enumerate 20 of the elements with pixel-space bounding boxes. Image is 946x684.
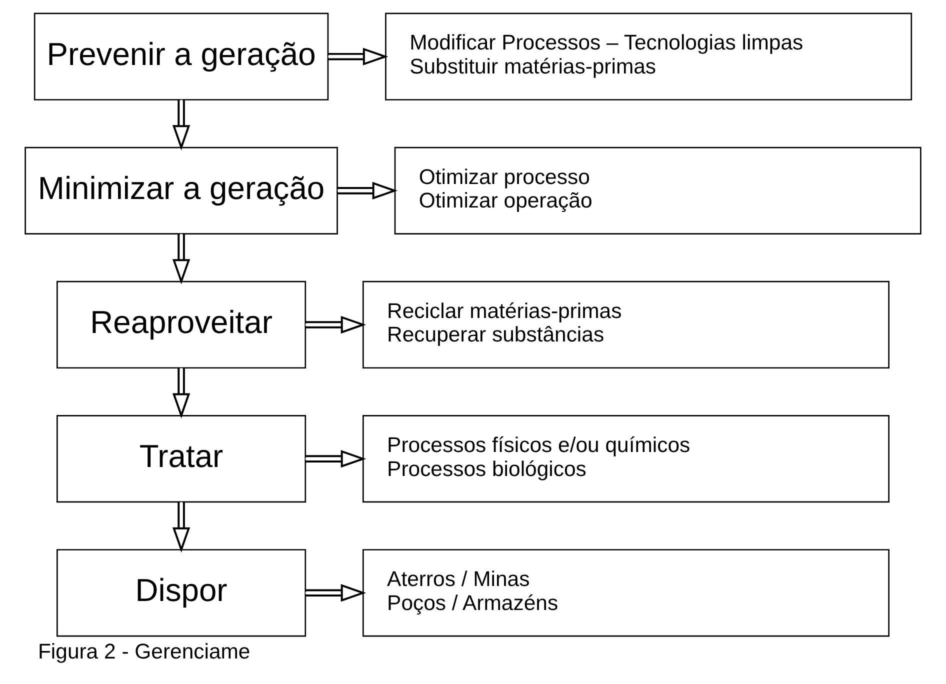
node-box: Prevenir a geração <box>34 12 329 100</box>
arrow <box>338 182 398 200</box>
arrow <box>172 368 190 418</box>
node-box: Reciclar matérias-primas Recuperar substâncias <box>362 280 890 369</box>
node-box: Tratar <box>56 415 306 503</box>
arrow <box>305 316 366 334</box>
caption: Figura 2 - Gerenciame <box>38 640 250 664</box>
node-box: Processos físicos e/ou químicos Processos biológicos <box>362 415 890 503</box>
arrow <box>305 450 366 468</box>
node-box: Otimizar processo Otimizar operação <box>394 146 922 234</box>
node-box: Dispor <box>56 549 306 637</box>
arrow <box>305 584 366 602</box>
arrow <box>172 502 190 553</box>
arrow <box>172 100 190 150</box>
arrow <box>172 234 190 284</box>
arrow <box>328 48 388 66</box>
node-box: Modificar Processos – Tecnologias limpas Substituir matérias-primas <box>385 12 912 100</box>
node-box: Aterros / Minas Poços / Armazéns <box>362 549 890 637</box>
node-box: Reaproveitar <box>56 280 306 369</box>
node-box: Minimizar a geração <box>24 146 338 234</box>
